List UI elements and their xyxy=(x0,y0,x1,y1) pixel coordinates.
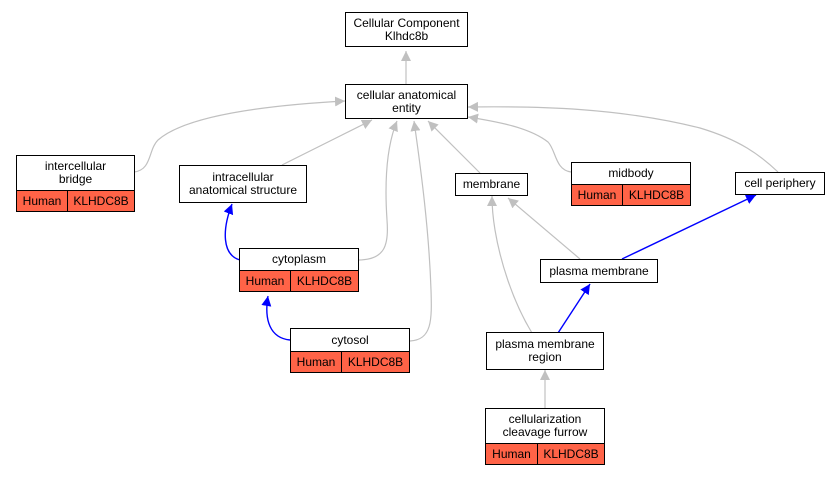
species-cell: Human xyxy=(572,185,623,205)
edge-membrane-to-cae xyxy=(427,120,481,174)
annotation-row: Human KLHDC8B xyxy=(290,352,410,373)
node-cell-periphery[interactable]: cell periphery xyxy=(735,172,825,195)
edge-pm-region-to-plasma-membrane xyxy=(557,283,591,334)
node-label: membrane xyxy=(455,173,528,196)
annotation-row: Human KLHDC8B xyxy=(485,444,605,465)
node-plasma-membrane-region[interactable]: plasma membrane region xyxy=(486,332,604,370)
node-label: cytosol xyxy=(290,328,410,352)
gene-cell: KLHDC8B xyxy=(347,355,404,369)
gene-cell: KLHDC8B xyxy=(73,194,129,208)
edge-cytosol-to-cae xyxy=(409,120,432,342)
node-midbody[interactable]: midbody Human KLHDC8B xyxy=(571,162,691,206)
node-cytosol[interactable]: cytosol Human KLHDC8B xyxy=(290,328,410,373)
node-cellular-anatomical-entity[interactable]: cellular anatomical entity xyxy=(345,84,468,119)
species-cell: Human xyxy=(240,271,291,291)
node-label: cellular anatomical entity xyxy=(345,84,468,119)
node-label: intracellular anatomical structure xyxy=(179,165,307,203)
node-cytoplasm[interactable]: cytoplasm Human KLHDC8B xyxy=(239,248,359,292)
edge-plasma-membrane-to-membrane xyxy=(507,197,581,260)
edge-cytoplasm-to-cae xyxy=(357,120,398,261)
edge-midbody-to-cae xyxy=(467,113,572,173)
node-cellular-component-klhdc8b[interactable]: Cellular Component Klhdc8b xyxy=(345,12,468,47)
node-membrane[interactable]: membrane xyxy=(455,173,528,196)
gene-cell: KLHDC8B xyxy=(543,447,599,461)
node-label: cellularization cleavage furrow xyxy=(485,408,605,444)
annotation-row: Human KLHDC8B xyxy=(239,271,359,292)
node-label: plasma membrane region xyxy=(486,332,604,370)
node-cellularization-cleavage-furrow[interactable]: cellularization cleavage furrow Human KL… xyxy=(485,408,605,465)
species-cell: Human xyxy=(17,191,68,211)
edge-pm-region-to-membrane xyxy=(487,195,533,334)
edge-intracellular-to-cae xyxy=(281,119,373,166)
annotation-row: Human KLHDC8B xyxy=(16,191,135,212)
node-plasma-membrane[interactable]: plasma membrane xyxy=(540,259,658,283)
edge-cytosol-to-cytoplasm xyxy=(261,295,291,341)
edge-cytoplasm-to-intracellular xyxy=(223,203,241,261)
edge-cell-periphery-to-cae xyxy=(467,101,779,173)
node-intercellular-bridge[interactable]: intercellular bridge Human KLHDC8B xyxy=(16,155,135,212)
node-label: intercellular bridge xyxy=(16,155,135,191)
node-label: cell periphery xyxy=(735,172,825,195)
edge-plasma-membrane-to-cell-periphery xyxy=(621,194,757,260)
node-intracellular-anatomical-structure[interactable]: intracellular anatomical structure xyxy=(179,165,307,203)
species-cell: Human xyxy=(291,352,342,372)
edge-intercellular-bridge-to-cae xyxy=(133,96,346,173)
node-label: plasma membrane xyxy=(540,259,658,283)
node-label: midbody xyxy=(571,162,691,185)
annotation-row: Human KLHDC8B xyxy=(571,185,691,206)
gene-cell: KLHDC8B xyxy=(296,274,353,288)
gene-cell: KLHDC8B xyxy=(628,188,685,202)
node-label: Cellular Component Klhdc8b xyxy=(345,12,468,47)
node-label: cytoplasm xyxy=(239,248,359,271)
species-cell: Human xyxy=(486,444,538,464)
